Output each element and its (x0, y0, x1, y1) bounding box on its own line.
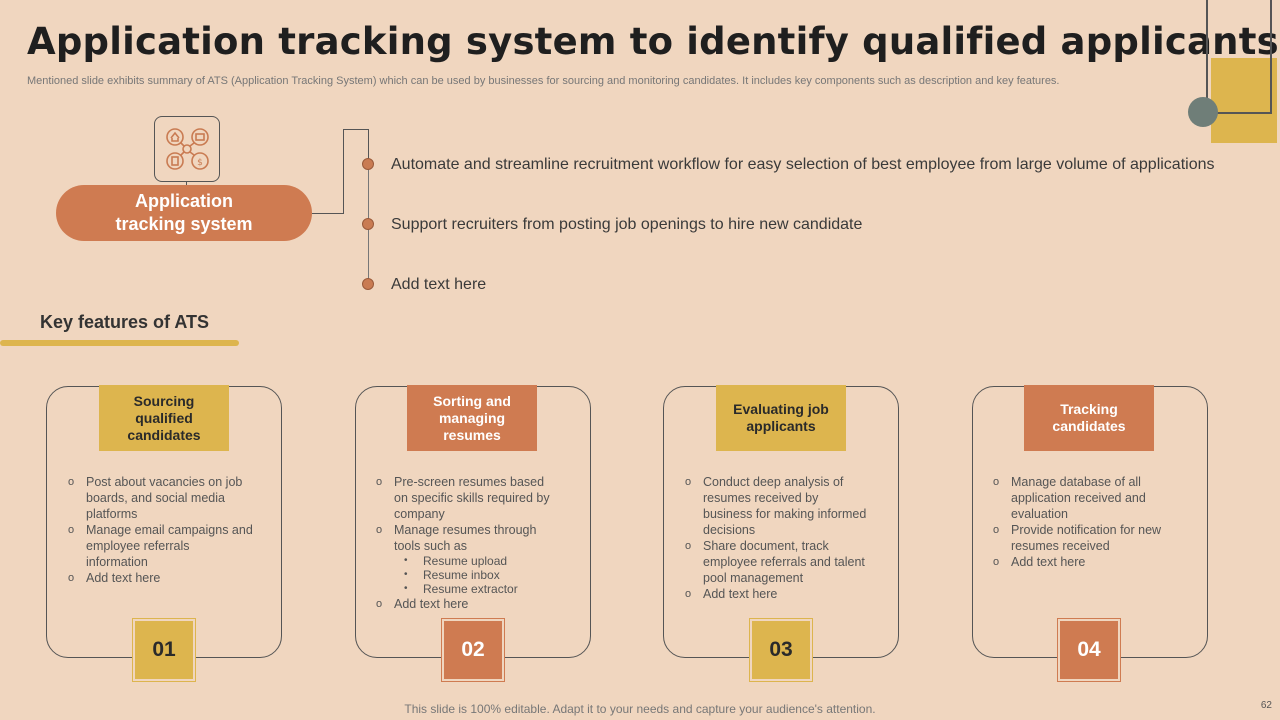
feature-card-2-header: Sorting and managing resumes (407, 385, 537, 451)
recruitment-network-icon: $ (154, 116, 220, 182)
list-item: Add text here (685, 586, 870, 602)
key-features-heading: Key features of ATS (40, 312, 210, 332)
page-number: 62 (1260, 700, 1272, 711)
sub-list-item: Resume extractor (404, 582, 561, 596)
decor-circle (1188, 97, 1218, 127)
key-features-underline (0, 340, 239, 346)
list-item: Manage resumes through tools such as Res… (376, 522, 561, 596)
list-item: Pre-screen resumes based on specific ski… (376, 474, 561, 522)
ats-label-line1: Application (135, 191, 233, 211)
connector-vertical-left (186, 182, 187, 186)
resume-tools-sublist: Resume upload Resume inbox Resume extrac… (394, 554, 561, 596)
feature-card-3-header: Evaluating job applicants (716, 385, 846, 451)
decor-frame (1206, 0, 1272, 114)
connector-vertical (343, 129, 344, 214)
bullet-dot (362, 278, 374, 290)
slide-footer: This slide is 100% editable. Adapt it to… (404, 702, 876, 716)
list-item-text: Manage resumes through tools such as (394, 523, 537, 553)
list-item: Provide notification for new resumes rec… (993, 522, 1178, 554)
feature-card-4-number: 04 (1057, 618, 1121, 682)
bullet-dot (362, 158, 374, 170)
list-item: Conduct deep analysis of resumes receive… (685, 474, 870, 538)
list-item: Add text here (68, 570, 253, 586)
feature-card-3-list: Conduct deep analysis of resumes receive… (685, 474, 870, 602)
list-item: Add text here (376, 596, 561, 612)
ats-label-pill: Application tracking system (56, 185, 312, 241)
list-item: Share document, track employee referrals… (685, 538, 870, 586)
list-item: Manage email campaigns and employee refe… (68, 522, 253, 570)
feature-card-2-number: 02 (441, 618, 505, 682)
connector-drop (368, 129, 369, 165)
ats-label-line2: tracking system (115, 214, 253, 234)
slide-title: Application tracking system to identify … (27, 20, 1279, 63)
feature-card-1-list: Post about vacancies on job boards, and … (68, 474, 253, 586)
slide-subtitle: Mentioned slide exhibits summary of ATS … (27, 75, 1060, 87)
sub-list-item: Resume inbox (404, 568, 561, 582)
decor-gold-rect (1211, 58, 1277, 143)
connector-horizontal-top (343, 129, 369, 130)
list-item: Add text here (993, 554, 1178, 570)
sub-list-item: Resume upload (404, 554, 561, 568)
list-item: Manage database of all application recei… (993, 474, 1178, 522)
ats-bullet-1: Automate and streamline recruitment work… (391, 156, 1215, 173)
feature-card-1-number: 01 (132, 618, 196, 682)
svg-text:$: $ (197, 158, 203, 168)
connector-horizontal-bottom (312, 213, 344, 214)
feature-card-4-list: Manage database of all application recei… (993, 474, 1178, 570)
list-item: Post about vacancies on job boards, and … (68, 474, 253, 522)
feature-card-3-number: 03 (749, 618, 813, 682)
feature-card-1-header: Sourcing qualified candidates (99, 385, 229, 451)
feature-card-4-header: Tracking candidates (1024, 385, 1154, 451)
ats-bullet-2: Support recruiters from posting job open… (391, 216, 863, 233)
ats-bullet-3: Add text here (391, 276, 487, 293)
feature-card-2-list: Pre-screen resumes based on specific ski… (376, 474, 561, 612)
bullet-dot (362, 218, 374, 230)
